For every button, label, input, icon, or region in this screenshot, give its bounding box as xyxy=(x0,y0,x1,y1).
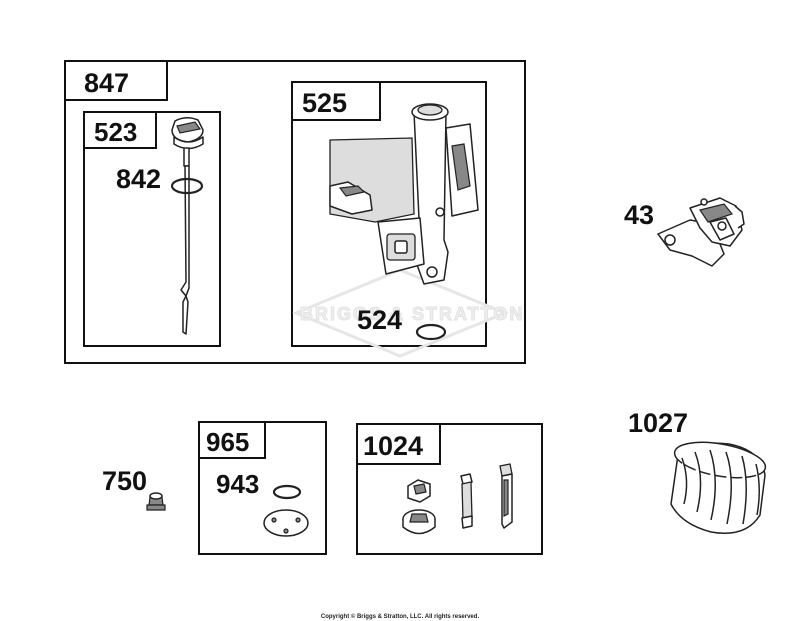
oil-filter-icon xyxy=(670,441,767,534)
knob-icon xyxy=(402,509,436,535)
kit-523-label: 523 xyxy=(94,117,137,147)
kit-965-group: 965 943 xyxy=(198,421,327,555)
part-750-group: 750 xyxy=(102,466,166,511)
kit-523-frame xyxy=(83,111,221,347)
bolt-icon xyxy=(460,473,473,529)
kit-525-tag xyxy=(291,81,381,121)
pin-icon xyxy=(499,463,513,529)
part-43-label: 43 xyxy=(624,200,654,230)
part-750-label: 750 xyxy=(102,466,147,496)
cover-plate-icon xyxy=(263,509,309,537)
kit-1024-group: 1024 xyxy=(356,423,543,555)
part-43-group: 43 xyxy=(624,197,745,267)
control-bracket-icon xyxy=(657,197,745,267)
part-1027-group: 1027 xyxy=(628,408,767,534)
kit-523-group: 523 842 xyxy=(83,111,221,347)
kit-1024-tag xyxy=(356,423,441,465)
part-842-label: 842 xyxy=(116,164,161,194)
kit-525-group: 525 BRIGGS & STRATTON 524 xyxy=(291,81,524,358)
dipstick-icon xyxy=(171,117,204,335)
kit-965-tag xyxy=(198,421,266,459)
copyright-notice: Copyright © Briggs & Stratton, LLC. All … xyxy=(321,613,480,620)
part-524-label: 524 xyxy=(357,305,402,335)
screw-icon xyxy=(146,492,166,511)
nut-icon xyxy=(407,479,431,503)
watermark-text: BRIGGS & STRATTON xyxy=(300,304,524,324)
o-ring-943-icon xyxy=(272,484,302,500)
part-943-label: 943 xyxy=(216,469,259,499)
dipstick-tube-icon xyxy=(329,103,479,285)
kit-523-tag xyxy=(83,111,157,149)
kit-1024-label: 1024 xyxy=(363,431,423,461)
kit-965-label: 965 xyxy=(206,427,249,457)
watermark-logo: BRIGGS & STRATTON xyxy=(292,268,524,358)
kit-847-tag xyxy=(64,60,168,101)
o-ring-842-icon xyxy=(170,177,204,195)
part-1027-label: 1027 xyxy=(628,408,688,438)
kit-847-label: 847 xyxy=(84,68,129,98)
kit-525-label: 525 xyxy=(302,88,347,118)
o-ring-524-icon xyxy=(415,323,447,341)
